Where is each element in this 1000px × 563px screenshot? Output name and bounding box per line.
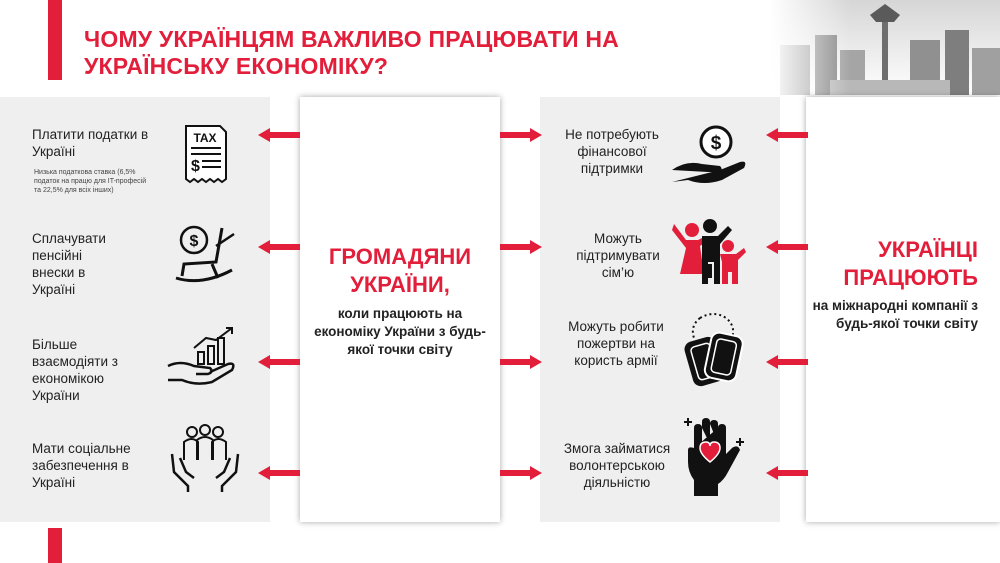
arrow-right-icon bbox=[500, 466, 542, 480]
left-item-label: Мати соціальне забезпечення в Україні bbox=[32, 441, 131, 490]
hands-people-care-icon bbox=[170, 424, 240, 492]
arrow-left-icon bbox=[258, 240, 300, 254]
arrow-left-icon bbox=[766, 355, 808, 369]
panel-citizens bbox=[300, 97, 500, 522]
page-title: ЧОМУ УКРАЇНЦЯМ ВАЖЛИВО ПРАЦЮВАТИ НА УКРА… bbox=[84, 26, 619, 79]
left-item-note: Низька податкова ставка (6,5% податок на… bbox=[34, 169, 147, 194]
hand-coin-icon: $ bbox=[672, 125, 746, 183]
accent-bar-top bbox=[48, 0, 62, 80]
arrow-left-icon bbox=[258, 466, 300, 480]
arrow-right-icon bbox=[500, 355, 542, 369]
arrow-left-icon bbox=[258, 355, 300, 369]
hand-growth-chart-icon bbox=[167, 327, 235, 385]
accent-bar-bottom bbox=[48, 528, 62, 563]
arrow-left-icon bbox=[766, 128, 808, 142]
mid-item-label: Змога займатися волонтерською діяльністю bbox=[563, 441, 671, 490]
left-item-label: Більше взаємодіяти з економікою України bbox=[32, 337, 118, 403]
svg-text:$: $ bbox=[711, 133, 722, 154]
center-title: ГРОМАДЯНИ УКРАЇНИ, bbox=[328, 244, 472, 297]
left-item-label: Платити податки в Україні bbox=[32, 127, 149, 159]
panel-workers bbox=[806, 97, 1000, 522]
rocking-chair-money-icon: $ bbox=[175, 225, 235, 283]
svg-text:$: $ bbox=[190, 233, 199, 250]
center-subtitle: коли працюють на економіку України з буд… bbox=[314, 306, 486, 357]
right-title: УКРАЇНЦІ ПРАЦЮЮТЬ bbox=[843, 237, 978, 290]
arrow-right-icon bbox=[500, 128, 542, 142]
arrow-left-icon bbox=[766, 240, 808, 254]
tax-document-icon: TAX $ bbox=[185, 125, 227, 184]
dog-tags-icon bbox=[684, 313, 744, 387]
arrow-right-icon bbox=[500, 240, 542, 254]
left-item-label: Сплачувати пенсійні внески в Україні bbox=[32, 231, 106, 297]
svg-text:$: $ bbox=[191, 158, 200, 175]
mid-item-label: Можуть підтримувати сім’ю bbox=[576, 231, 660, 280]
hand-heart-icon bbox=[684, 418, 744, 496]
monument-photo bbox=[770, 0, 1000, 95]
mid-item-label: Не потребують фінансової підтримки bbox=[565, 127, 659, 176]
right-subtitle: на міжнародні компанії з будь-якої точки… bbox=[812, 298, 978, 331]
mid-item-label: Можуть робити пожертви на користь армії bbox=[568, 319, 664, 368]
arrow-left-icon bbox=[766, 466, 808, 480]
arrow-left-icon bbox=[258, 128, 300, 142]
tax-icon-text: TAX bbox=[193, 131, 216, 145]
family-icon bbox=[672, 219, 746, 284]
